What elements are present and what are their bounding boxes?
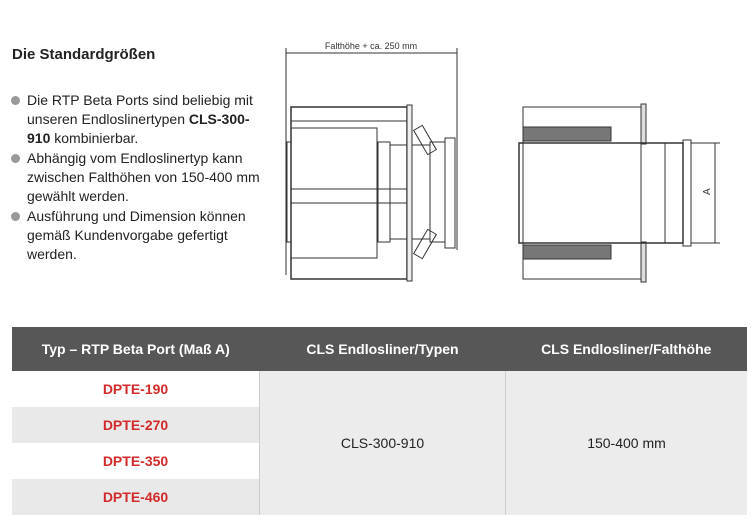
list-item: Ausführung und Dimension können gemäß Ku… — [10, 207, 260, 264]
list-item: Die RTP Beta Ports sind beliebig mit uns… — [10, 91, 260, 148]
liner-type-cell: CLS-300-910 — [259, 371, 506, 515]
bullet-text: Abhängig vom Endloslinertyp kann zwische… — [27, 150, 260, 204]
sizes-table: Typ – RTP Beta Port (Maß A) CLS Endlosli… — [12, 327, 747, 515]
table-row: DPTE-190 CLS-300-910 150-400 mm — [12, 371, 747, 515]
bullet-text: kombinierbar. — [50, 130, 139, 146]
bullet-icon — [11, 96, 20, 105]
header-fold-height: CLS Endlosliner/Falthöhe — [505, 327, 747, 371]
feature-list: Die RTP Beta Ports sind beliebig mit uns… — [10, 91, 260, 265]
fold-height-cell: 150-400 mm — [505, 371, 747, 515]
type-cell: DPTE-350 — [12, 443, 260, 479]
bullet-icon — [11, 154, 20, 163]
dimension-a-label: A — [702, 188, 713, 195]
bullet-icon — [11, 212, 20, 221]
table-header-row: Typ – RTP Beta Port (Maß A) CLS Endlosli… — [12, 327, 747, 371]
technical-drawing: Falthöhe + ca. 250 mm A — [285, 41, 720, 283]
table-row: DPTE-350 — [12, 443, 747, 479]
bullet-text: Ausführung und Dimension können gemäß Ku… — [27, 208, 246, 262]
type-cell: DPTE-270 — [12, 407, 260, 443]
list-item: Abhängig vom Endloslinertyp kann zwische… — [10, 149, 260, 206]
section-view-drawing: A — [518, 103, 720, 283]
type-cell: DPTE-190 — [12, 371, 260, 407]
type-cell: DPTE-460 — [12, 479, 260, 515]
table-row: DPTE-460 — [12, 479, 747, 515]
header-type: Typ – RTP Beta Port (Maß A) — [12, 327, 260, 371]
table-row: DPTE-270 — [12, 407, 747, 443]
bullet-bold: CLS-300-910 — [27, 111, 250, 146]
section-title: Die Standardgrößen — [12, 46, 156, 63]
side-view-drawing: Falthöhe + ca. 250 mm — [285, 41, 458, 282]
dimension-label: Falthöhe + ca. 250 mm — [325, 41, 417, 51]
bullet-text: Die RTP Beta Ports sind beliebig mit uns… — [27, 92, 253, 127]
header-liner-type: CLS Endlosliner/Typen — [259, 327, 506, 371]
